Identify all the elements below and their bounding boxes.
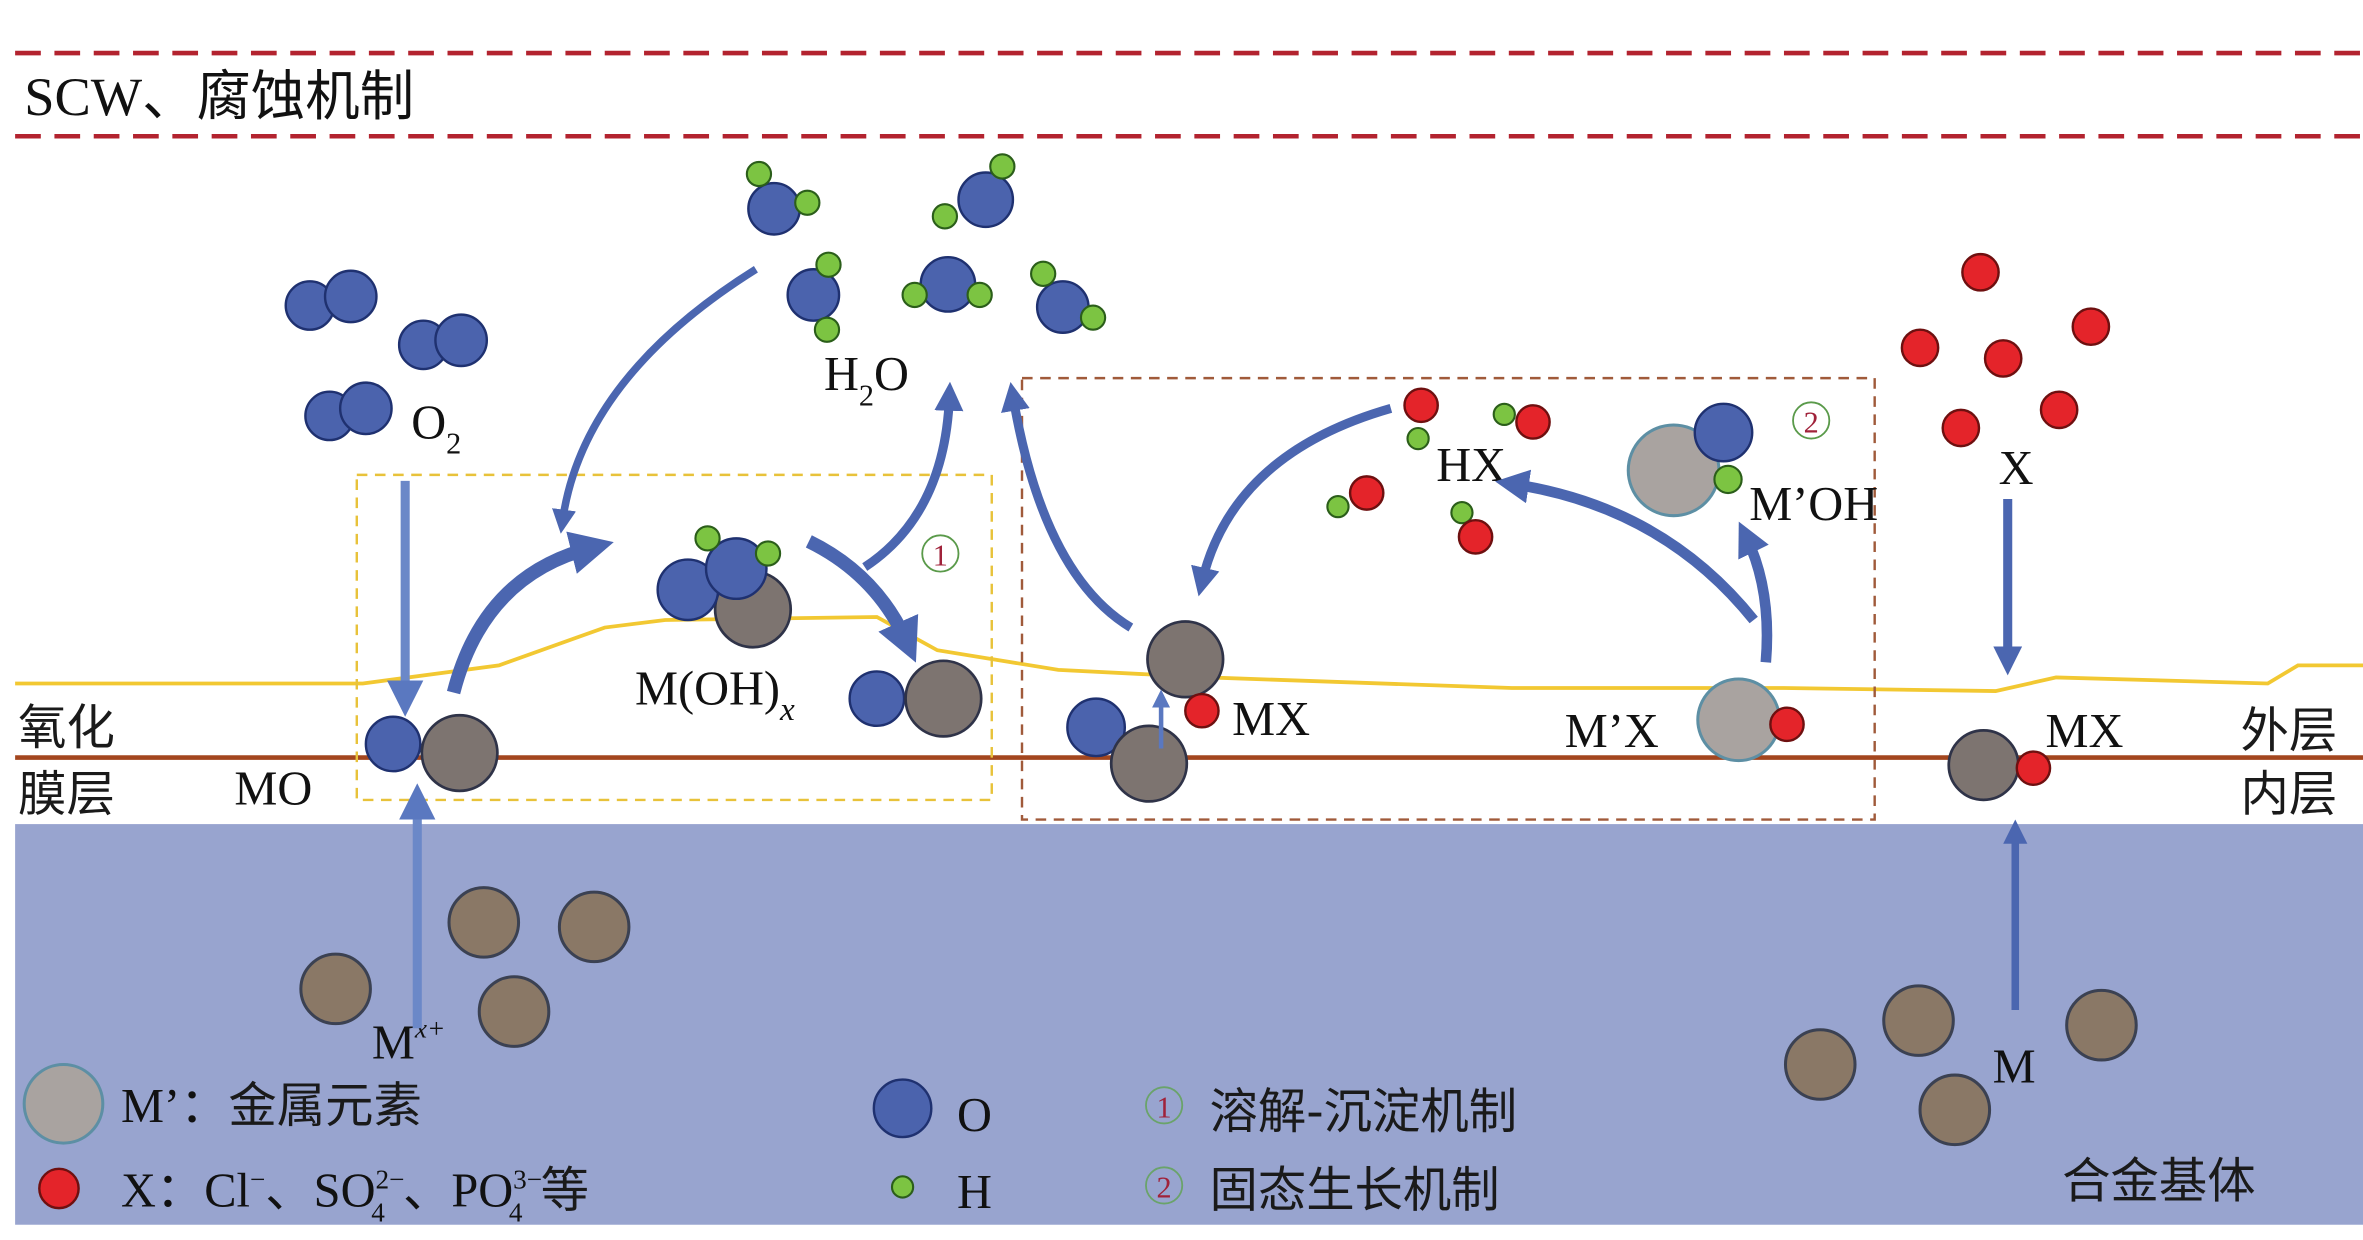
arrow-hx-to-mx xyxy=(1191,403,1393,597)
legend-item-mechanism-2: 2 固态生长机制 xyxy=(1145,1163,1500,1219)
svg-text:M’：金属元素: M’：金属元素 xyxy=(121,1078,422,1134)
mx-right-label: MX xyxy=(2046,705,2124,758)
substrate-metal-atoms-right xyxy=(1783,984,2138,1147)
hx-label: HX xyxy=(1436,439,1506,492)
moh-label: M(OH)x xyxy=(635,663,795,728)
substrate-metal-atoms-left xyxy=(299,886,631,1048)
svg-text:1: 1 xyxy=(933,539,948,573)
outer-layer-label: 外层 xyxy=(2241,703,2338,759)
legend-item-mechanism-1: 1 溶解-沉淀机制 xyxy=(1145,1084,1517,1140)
o2-label: O2 xyxy=(411,397,461,461)
mx-molecule-center xyxy=(1066,620,1225,803)
svg-text:2: 2 xyxy=(1157,1171,1172,1205)
legend-item-mprime: M’：金属元素 xyxy=(22,1062,422,1145)
x-label: X xyxy=(1999,442,2034,495)
svg-text:固态生长机制: 固态生长机制 xyxy=(1209,1163,1499,1219)
mechanism-2-box xyxy=(1020,376,1876,821)
arrow-moh-to-deposit xyxy=(805,535,919,663)
oxide-film-label-1: 氧化 xyxy=(18,700,115,756)
svg-text:X：Cl−、SO2−4、PO3−4等: X：Cl−、SO2−4、PO3−4等 xyxy=(121,1163,589,1228)
m-substrate-label: M xyxy=(1993,1041,2036,1094)
h2o-molecules xyxy=(745,153,1107,343)
mechanism-1-box xyxy=(355,473,993,802)
diagram-title: SCW、腐蚀机制 xyxy=(24,67,414,127)
svg-text:H: H xyxy=(957,1166,992,1219)
mx-molecule-right xyxy=(1947,729,2052,802)
svg-text:2: 2 xyxy=(1804,406,1819,440)
hx-molecules xyxy=(1326,387,1551,555)
inner-layer-label: 内层 xyxy=(2241,766,2338,822)
mo-label: MO xyxy=(234,762,312,815)
mo-molecule xyxy=(364,713,499,793)
arrow-mx-to-h2o xyxy=(1001,381,1134,632)
h2o-label: H2O xyxy=(824,348,909,412)
moh-molecule xyxy=(656,525,793,649)
outer-layer-boundary xyxy=(15,615,2363,693)
mechanism-2-marker: 2 xyxy=(1792,401,1831,440)
o2-molecules xyxy=(284,269,489,442)
svg-text:O: O xyxy=(957,1089,992,1142)
mpoh-molecule xyxy=(1626,402,1754,518)
mx-center-label: MX xyxy=(1232,693,1310,746)
mechanism-1-marker: 1 xyxy=(921,534,960,573)
arrow-mpx-to-mpoh xyxy=(1738,521,1773,663)
legend-item-h: H xyxy=(890,1166,992,1219)
arrow-h2o-to-mo xyxy=(552,266,758,534)
svg-text:1: 1 xyxy=(1157,1090,1172,1124)
oxide-film-label-2: 膜层 xyxy=(18,766,115,822)
svg-text:溶解-沉淀机制: 溶解-沉淀机制 xyxy=(1209,1084,1517,1140)
mpx-label: M’X xyxy=(1565,705,1659,758)
mpoh-label: M’OH xyxy=(1749,478,1878,531)
x-anions xyxy=(1900,252,2111,448)
mpx-molecule xyxy=(1696,677,1805,763)
alloy-substrate-region xyxy=(15,824,2363,1225)
mx-plus-label: Mx+ xyxy=(372,1013,445,1069)
legend-item-o: O xyxy=(872,1078,992,1142)
arrow-mpx-to-hx xyxy=(1495,469,1758,624)
arrow-mo-to-moh xyxy=(446,531,614,695)
arrow-moh-to-h2o xyxy=(862,381,964,571)
alloy-substrate-label: 合金基体 xyxy=(2062,1154,2255,1210)
mo-molecule-deposited xyxy=(848,659,983,738)
